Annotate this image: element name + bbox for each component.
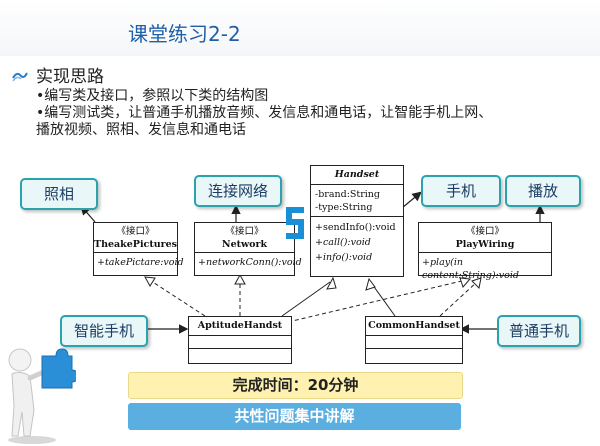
class-name: AptitudeHandst xyxy=(197,320,283,331)
method: +info():void xyxy=(315,252,373,263)
methods: +sendInfo():void +call():void +info():vo… xyxy=(311,216,403,267)
time-bar: 完成时间：20分钟 xyxy=(128,372,463,399)
phone-label: 手机 xyxy=(421,175,501,207)
take-pictures-interface: 《接口》 TheakePictures +takePictare:void xyxy=(93,222,184,276)
stereotype: 《接口》 xyxy=(225,226,264,237)
slide-title: 课堂练习2-2 xyxy=(128,22,241,46)
section-heading: 实现思路 xyxy=(36,67,104,87)
class-name: PlayWiring xyxy=(455,239,515,250)
class-name: Handset xyxy=(334,169,380,180)
phone-link xyxy=(401,191,422,209)
methods xyxy=(366,348,462,362)
attributes xyxy=(189,335,291,348)
aptitude-handset-class: AptitudeHandst xyxy=(188,316,292,364)
common-phone-label: 普通手机 xyxy=(497,315,581,347)
attribute: -type:String xyxy=(315,202,373,213)
class-name: CommonHandset xyxy=(368,320,460,331)
method: +call():void xyxy=(315,237,371,248)
bullet-icon xyxy=(12,72,28,82)
aptitude-to-playwiring xyxy=(287,279,467,323)
attribute: -brand:String xyxy=(315,189,381,200)
instruction-line-2: •编写测试类，让普通手机播放音频、发信息和通电话，让智能手机上网、 xyxy=(36,105,493,121)
title-band xyxy=(0,0,600,56)
common-handset-class: CommonHandset xyxy=(365,316,463,364)
attributes xyxy=(366,335,462,348)
instruction-line-1: •编写类及接口，参照以下类的结构图 xyxy=(36,88,269,104)
common-to-playwiring xyxy=(439,280,479,317)
aptitude-to-handset xyxy=(281,281,331,317)
discuss-bar: 共性问题集中讲解 xyxy=(128,403,461,430)
methods: +takePictare:void xyxy=(94,252,184,272)
play-wiring-interface: 《接口》 PlayWiring +play(in content:String)… xyxy=(418,222,552,281)
logo-icon xyxy=(286,207,304,239)
class-name: Network xyxy=(221,239,268,250)
common-to-handset xyxy=(371,283,396,317)
play-label: 播放 xyxy=(505,175,581,207)
puzzle-figure-icon xyxy=(8,348,76,444)
stereotype: 《接口》 xyxy=(116,226,155,237)
method: +sendInfo():void xyxy=(315,222,396,233)
method: +networkConn():void xyxy=(198,257,302,268)
method: +takePictare:void xyxy=(97,257,184,268)
methods: +play(in content:String):void xyxy=(419,252,551,285)
stereotype: 《接口》 xyxy=(465,226,504,237)
network-label: 连接网络 xyxy=(194,175,282,207)
methods xyxy=(189,348,291,362)
photo-label: 照相 xyxy=(20,178,98,210)
attributes: -brand:String -type:String xyxy=(311,184,403,216)
aptitude-to-pictures xyxy=(144,276,206,317)
smart-phone-label: 智能手机 xyxy=(60,315,148,347)
class-name: TheakePictures xyxy=(94,239,178,250)
network-interface: 《接口》 Network +networkConn():void xyxy=(194,222,302,276)
instruction-line-3: 播放视频、照相、发信息和通电话 xyxy=(36,122,246,138)
method: +play(in content:String):void xyxy=(422,257,519,281)
handset-class: Handset -brand:String -type:String +send… xyxy=(310,165,404,277)
methods: +networkConn():void xyxy=(195,252,302,272)
